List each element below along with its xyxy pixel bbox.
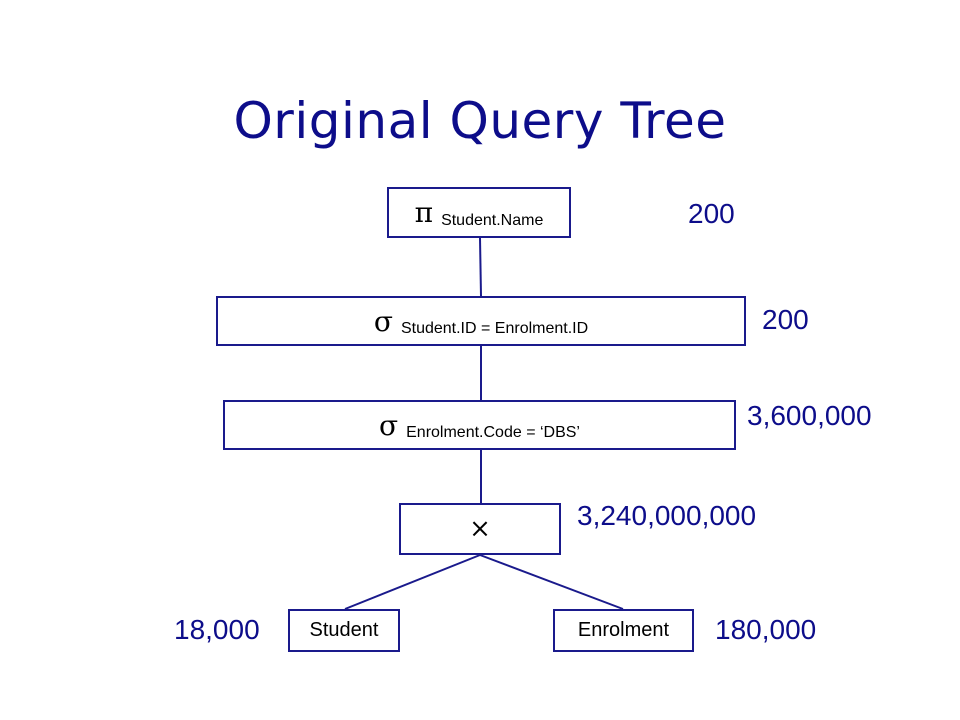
times-symbol: × — [469, 514, 491, 544]
student-relation-node: Student — [288, 609, 400, 652]
projection-count: 200 — [688, 198, 735, 229]
selection-id-node: σ Student.ID = Enrolment.ID — [216, 296, 746, 346]
edge-product-enrolment — [479, 554, 624, 610]
enrolment-count: 180,000 — [715, 614, 817, 645]
selection-code-condition: Enrolment.Code = ‘DBS’ — [406, 424, 580, 441]
pi-symbol: π — [414, 196, 434, 229]
page-title: Original Query Tree — [233, 92, 727, 150]
selection-code-node: σ Enrolment.Code = ‘DBS’ — [223, 400, 736, 450]
selection-id-condition: Student.ID = Enrolment.ID — [400, 320, 589, 337]
projection-node: π Student.Name — [387, 187, 571, 238]
student-count: 18,000 — [174, 614, 260, 645]
edge-project-select-id — [479, 237, 482, 297]
enrolment-relation-label: Enrolment — [577, 619, 670, 641]
projection-attribute: Student.Name — [441, 211, 544, 229]
student-relation-label: Student — [309, 619, 379, 641]
enrolment-relation-node: Enrolment — [553, 609, 694, 652]
product-count: 3,240,000,000 — [577, 500, 757, 531]
selection-id-count: 200 — [762, 304, 809, 335]
edge-product-student — [344, 554, 481, 610]
product-node: × — [399, 503, 561, 555]
selection-code-count: 3,600,000 — [747, 400, 872, 431]
sigma-symbol: σ — [379, 408, 399, 442]
sigma-symbol: σ — [373, 304, 393, 338]
